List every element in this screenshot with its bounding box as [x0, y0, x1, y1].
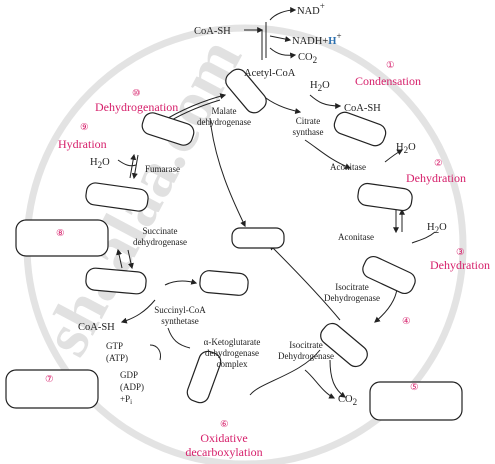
cycle-arrows	[116, 7, 436, 399]
svg-text:GTP: GTP	[106, 341, 123, 351]
svg-text:Condensation: Condensation	[355, 74, 421, 88]
svg-text:Citrate: Citrate	[296, 116, 321, 126]
svg-text:⑤: ⑤	[410, 382, 419, 393]
svg-text:⑥: ⑥	[220, 419, 229, 430]
svg-text:α-Ketoglutarate: α-Ketoglutarate	[204, 337, 261, 347]
box-8	[15, 219, 109, 257]
svg-text:Isocitrate: Isocitrate	[289, 340, 322, 350]
svg-text:Fumarase: Fumarase	[145, 164, 180, 174]
svg-text:Hydration: Hydration	[58, 137, 107, 151]
svg-text:CoA-SH: CoA-SH	[78, 322, 115, 333]
svg-text:②: ②	[434, 158, 443, 169]
svg-text:(ADP): (ADP)	[120, 382, 144, 392]
svg-text:③: ③	[456, 247, 465, 258]
box-succinyl-coa	[199, 270, 249, 296]
svg-text:Oxidative: Oxidative	[200, 431, 247, 445]
box-succinate	[85, 182, 149, 212]
box-5	[369, 381, 463, 421]
box-fumarate	[141, 112, 195, 146]
svg-text:complex: complex	[217, 359, 248, 369]
svg-text:Dehydrogenase: Dehydrogenase	[324, 293, 380, 303]
svg-text:①: ①	[386, 60, 395, 71]
svg-text:Malate: Malate	[212, 106, 237, 116]
acetyl-coa: Acetyl-CoA	[244, 68, 296, 79]
svg-text:decarboxylation: decarboxylation	[185, 445, 262, 459]
svg-text:Dehydrogenase: Dehydrogenase	[278, 351, 334, 361]
reactant-labels: CoA-SH NAD+ NADH+H+ CO2 Acetyl-CoA H2O C…	[78, 1, 447, 407]
boxes	[5, 68, 463, 421]
enzyme-labels: Malate dehydrogenase Citrate synthase Ac…	[133, 106, 380, 369]
box-7	[5, 369, 99, 409]
svg-text:H2O: H2O	[310, 80, 330, 93]
svg-text:Succinyl-CoA: Succinyl-CoA	[154, 305, 206, 315]
svg-text:⑩: ⑩	[132, 88, 141, 99]
svg-text:dehydrogenase: dehydrogenase	[133, 237, 187, 247]
svg-text:Aconitase: Aconitase	[338, 232, 374, 242]
svg-text:NAD+: NAD+	[297, 1, 325, 17]
svg-text:CO2: CO2	[338, 394, 357, 407]
svg-text:Aconitase: Aconitase	[330, 162, 366, 172]
box-central	[231, 227, 285, 249]
box-acetyl	[225, 68, 267, 114]
svg-text:H2O: H2O	[90, 157, 110, 170]
svg-text:CoA-SH: CoA-SH	[344, 103, 381, 114]
svg-text:CO2: CO2	[298, 52, 317, 65]
svg-text:Dehydration: Dehydration	[430, 258, 490, 272]
svg-text:GDP: GDP	[120, 370, 138, 380]
svg-text:dehydrogenase: dehydrogenase	[205, 348, 259, 358]
svg-text:NADH+H+: NADH+H+	[292, 31, 342, 47]
svg-text:synthetase: synthetase	[161, 316, 199, 326]
svg-text:⑦: ⑦	[45, 374, 54, 385]
svg-text:⑧: ⑧	[56, 228, 65, 239]
svg-text:④: ④	[402, 316, 411, 327]
svg-text:synthase: synthase	[293, 127, 324, 137]
svg-text:H2O: H2O	[396, 142, 416, 155]
box-succinyl	[85, 267, 147, 295]
box-isocitrate	[362, 255, 416, 295]
box-akg	[186, 350, 222, 404]
svg-text:+Pi: +Pi	[120, 394, 132, 406]
box-cis-aconitate	[357, 182, 413, 212]
svg-text:(ATP): (ATP)	[106, 353, 128, 363]
svg-text:Succinate: Succinate	[143, 226, 178, 236]
svg-text:Dehydrogenation: Dehydrogenation	[95, 100, 178, 114]
svg-text:Dehydration: Dehydration	[406, 171, 466, 185]
svg-text:Isocitrate: Isocitrate	[335, 282, 368, 292]
box-citrate	[333, 111, 387, 147]
svg-text:⑨: ⑨	[80, 122, 89, 133]
coa-sh-top: CoA-SH	[194, 26, 231, 37]
svg-text:dehydrogenase: dehydrogenase	[197, 117, 251, 127]
svg-text:H2O: H2O	[427, 222, 447, 235]
box-oxalosuccinate	[320, 322, 368, 368]
step-labels: ① Condensation ② Dehydration ③ Dehydrati…	[45, 60, 490, 459]
